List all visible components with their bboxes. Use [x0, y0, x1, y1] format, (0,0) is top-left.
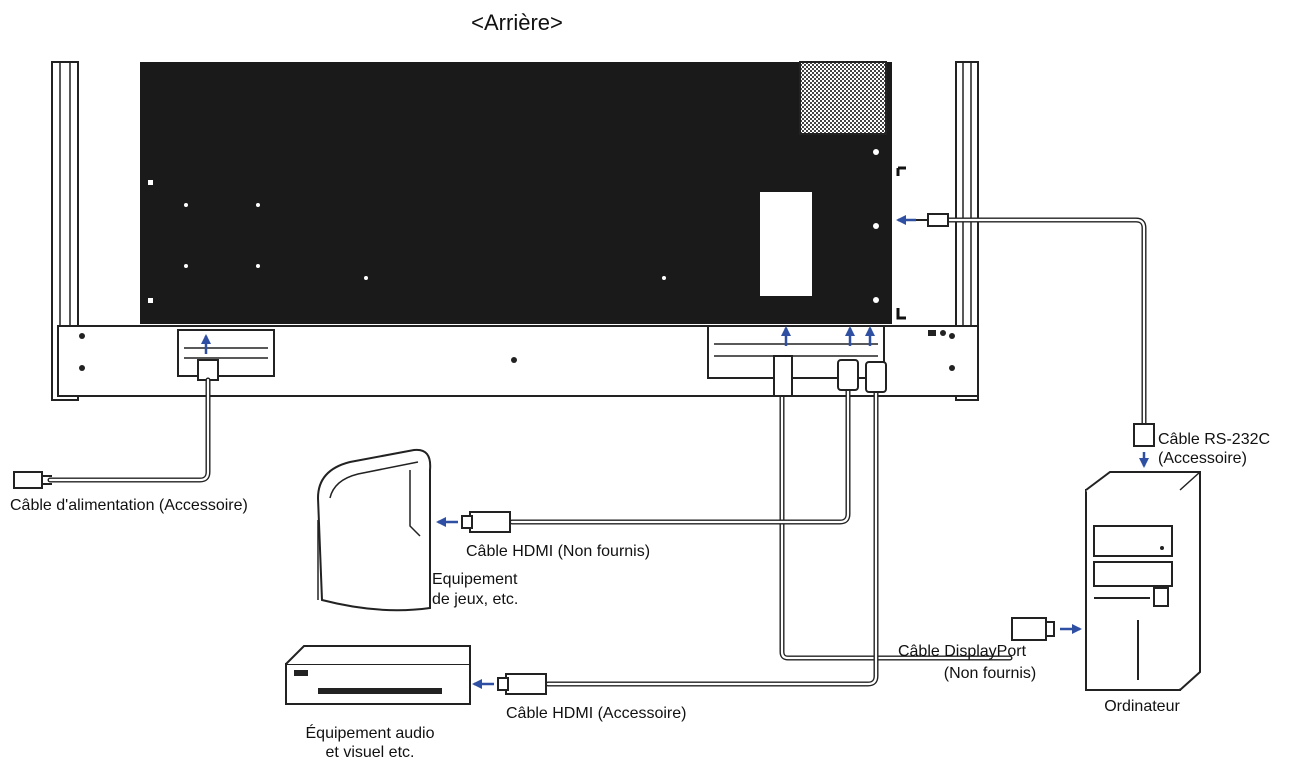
cables — [47, 217, 1147, 687]
hdmi-cable-av-label: Câble HDMI (Accessoire) — [506, 705, 686, 722]
monitor-frame-right — [955, 61, 979, 401]
monitor-rear — [51, 61, 979, 401]
rs232-label-1: Câble RS-232C — [1158, 431, 1270, 448]
power-plug-end — [13, 471, 43, 489]
av-equipment — [285, 645, 471, 705]
power-plug — [197, 359, 219, 381]
hdmi-cable-av — [545, 389, 879, 687]
computer-tower — [1085, 471, 1201, 691]
displayport-label-2: (Non fournis) — [944, 665, 1036, 682]
av-equipment-label-1: Équipement audio — [306, 723, 435, 742]
power-socket-housing — [177, 329, 275, 377]
game-console — [316, 448, 432, 612]
hdmi-connector-monitor-1 — [837, 359, 859, 391]
rs232-plug-computer — [1133, 423, 1155, 447]
av-equipment-label-2: et visuel etc. — [326, 744, 415, 761]
device-arrows — [436, 452, 1149, 689]
hdmi-plug-game — [469, 511, 511, 533]
hdmi-connector-monitor-2 — [865, 361, 887, 393]
game-equipment-label-2: de jeux, etc. — [432, 591, 518, 608]
hdmi-plug-av — [505, 673, 547, 695]
power-cable-label: Câble d'alimentation (Accessoire) — [10, 497, 248, 514]
dp-connector-monitor — [773, 355, 793, 397]
displayport-cable — [779, 393, 1013, 661]
computer-label: Ordinateur — [1104, 698, 1180, 715]
label-plate — [760, 192, 812, 296]
vent-grille — [799, 61, 887, 135]
dp-plug-computer — [1011, 617, 1047, 641]
game-equipment-label-1: Equipement — [432, 571, 518, 588]
port-arrows — [201, 215, 916, 354]
diagram-title: <Arrière> — [471, 10, 563, 35]
mounting-holes — [148, 149, 879, 303]
rs232-plug-monitor — [927, 213, 949, 227]
connectors — [13, 213, 1155, 695]
rs232-label-2: (Accessoire) — [1158, 450, 1247, 467]
hdmi-cable-game — [509, 387, 851, 525]
hdmi-cable-game-label: Câble HDMI (Non fournis) — [466, 543, 650, 560]
displayport-label-1: Câble DisplayPort — [898, 643, 1027, 660]
